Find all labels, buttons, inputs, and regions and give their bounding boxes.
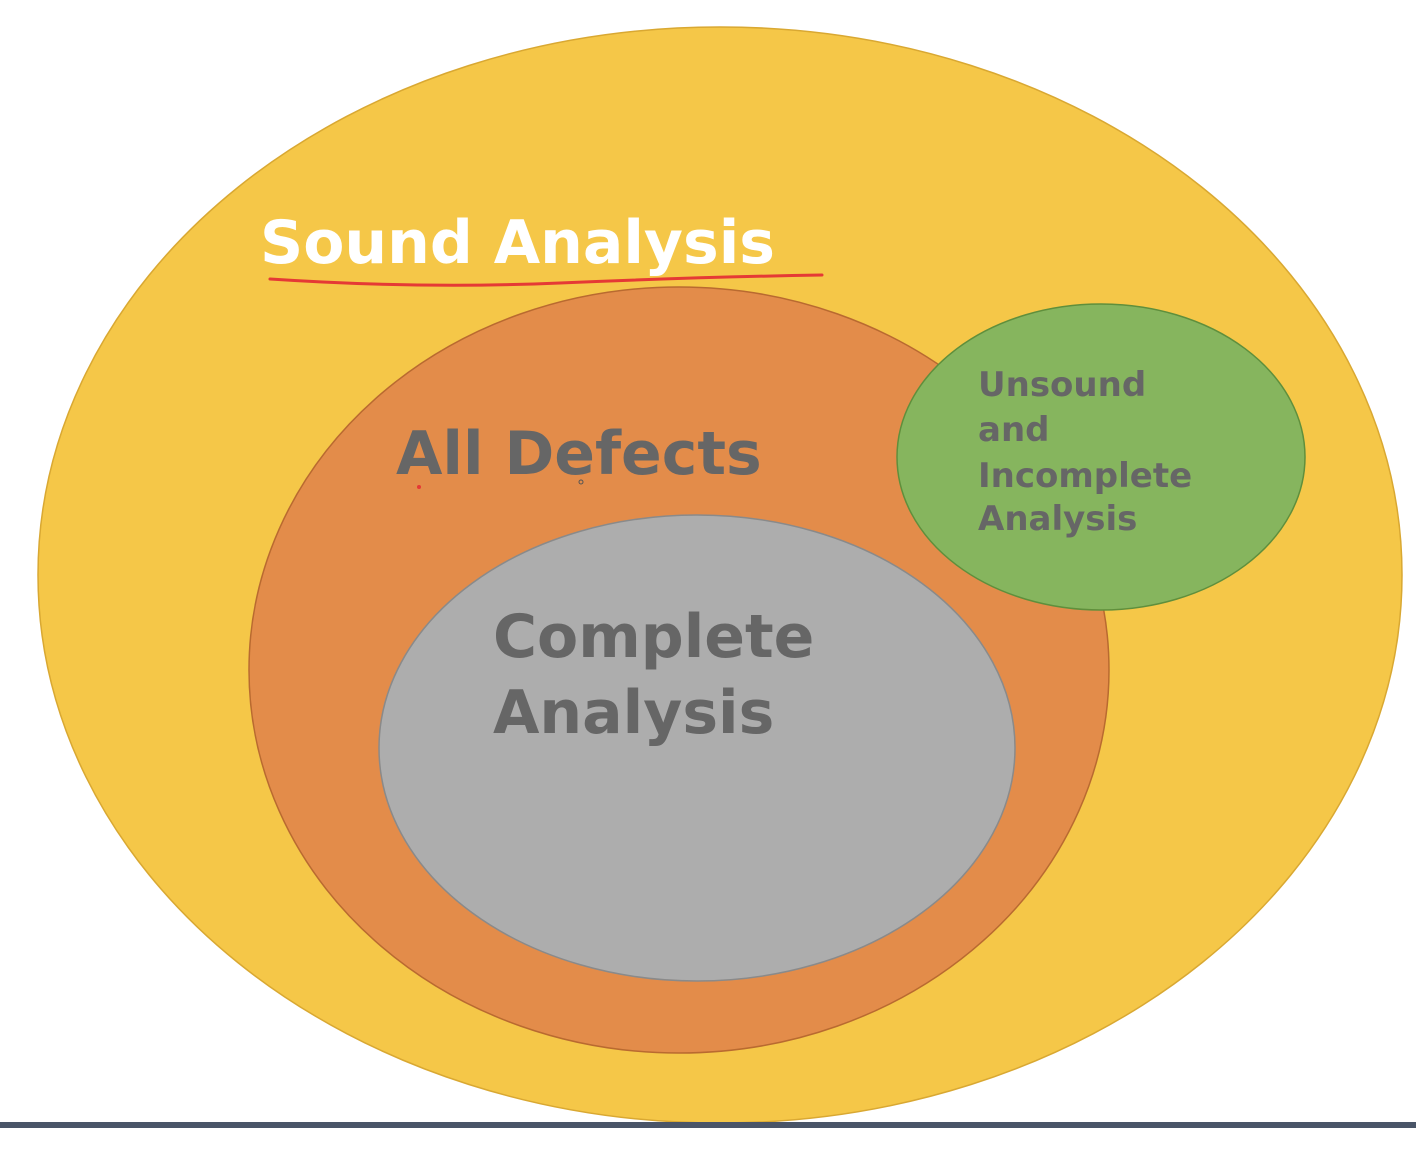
complete-label-line-1: Complete [493, 602, 814, 672]
unsound-label-line-1: Unsound [978, 365, 1146, 405]
unsound-label-line-3: Incomplete [978, 456, 1192, 496]
unsound-incomplete-ellipse [896, 303, 1306, 611]
annotation-dot-red [417, 485, 421, 489]
complete-label-line-2: Analysis [493, 678, 774, 748]
underline-annotation [268, 273, 824, 287]
unsound-label-line-4: Analysis [978, 499, 1137, 539]
sound-analysis-label: Sound Analysis [260, 208, 775, 278]
annotation-dot-cursor [578, 479, 584, 485]
unsound-label-line-2: and [978, 410, 1050, 450]
bottom-bar [0, 1122, 1416, 1128]
complete-analysis-ellipse [378, 514, 1016, 982]
all-defects-label: All Defects [396, 419, 762, 489]
